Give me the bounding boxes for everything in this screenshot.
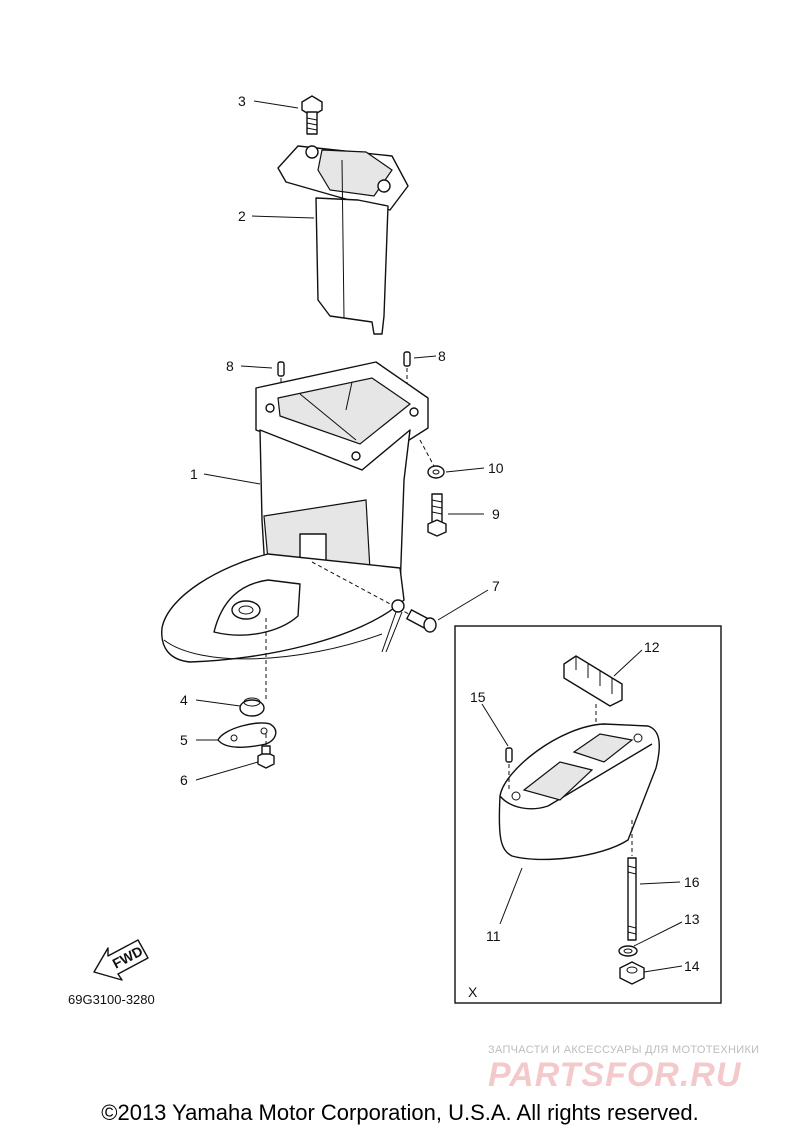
diagram-code: 69G3100-3280 [68, 992, 155, 1007]
callout-13: 13 [684, 911, 700, 927]
fwd-arrow-icon: FWD [93, 939, 149, 981]
part-7-screw-with-lead [311, 561, 437, 653]
part-6-bolt [257, 745, 275, 769]
watermark-brand: PARTSFOR.RU [488, 1056, 742, 1094]
callout-4: 4 [180, 692, 188, 708]
part-4-grommet [239, 697, 265, 717]
callout-7: 7 [492, 578, 500, 594]
callout-15: 15 [470, 689, 486, 705]
callout-9: 9 [492, 506, 500, 522]
callout-12: 12 [644, 639, 660, 655]
watermark-tagline: ЗАПЧАСТИ И АКСЕССУАРЫ ДЛЯ МОТОТЕХНИКИ [488, 1044, 760, 1056]
part-11-extension-block [498, 723, 660, 861]
callout-10: 10 [488, 460, 504, 476]
part-3-bolt [301, 95, 323, 135]
part-16-stud-bolt [627, 857, 637, 941]
part-2-upper-casing [277, 145, 409, 335]
callout-8-right: 8 [438, 348, 446, 364]
inset-label: X [468, 984, 478, 1000]
callout-3: 3 [238, 93, 246, 109]
inset-box [454, 625, 722, 1004]
callout-2: 2 [238, 208, 246, 224]
part-12-spacer-pad [563, 655, 623, 740]
leader-lines [195, 100, 683, 973]
part-5-plate [217, 722, 277, 752]
part-14-nut [619, 961, 645, 985]
part-10-washer [419, 439, 445, 479]
callout-8-left: 8 [226, 358, 234, 374]
callout-1: 1 [190, 466, 198, 482]
part-9-bolt [427, 493, 447, 537]
callout-16: 16 [684, 874, 700, 890]
callout-5: 5 [180, 732, 188, 748]
callout-6: 6 [180, 772, 188, 788]
part-13-washer [618, 945, 638, 957]
callout-11: 11 [486, 928, 501, 944]
copyright-notice: ©2013 Yamaha Motor Corporation, U.S.A. A… [101, 1100, 699, 1125]
part-1-upper-case [161, 361, 429, 700]
callout-14: 14 [684, 958, 700, 974]
part-15-dowel-pin [505, 747, 513, 790]
